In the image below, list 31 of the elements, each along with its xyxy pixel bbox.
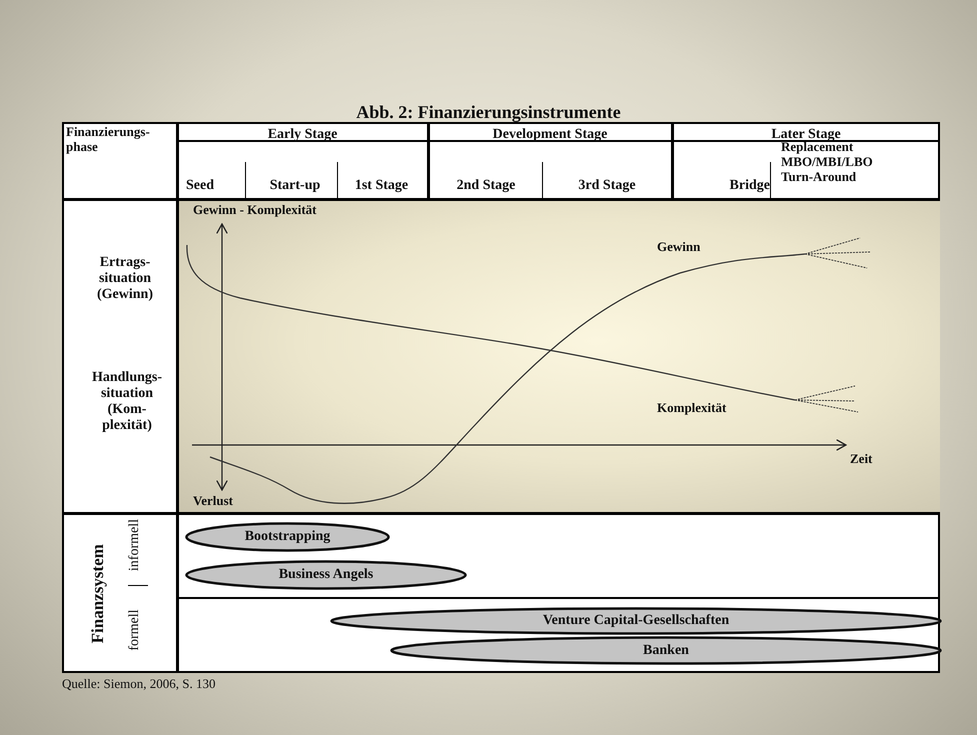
financing-ellipse bbox=[185, 522, 390, 552]
column-header: Later Stage bbox=[770, 127, 842, 142]
diagram-title: Abb. 2: Finanzierungsinstrumente bbox=[355, 102, 622, 123]
column-header: Seed bbox=[186, 178, 215, 194]
curve-label: Gewinn bbox=[657, 240, 702, 255]
axis-label: Zeit bbox=[850, 452, 874, 467]
ellipse-label: Business Angels bbox=[278, 567, 374, 583]
column-header: 1st Stage bbox=[354, 178, 410, 194]
axis-label: Gewinn - Komplexität bbox=[193, 203, 318, 218]
ellipse-label: Banken bbox=[643, 642, 689, 658]
financing-ellipse bbox=[185, 560, 467, 590]
column-header: 3rd Stage bbox=[577, 178, 637, 194]
source-note: Quelle: Siemon, 2006, S. 130 bbox=[62, 677, 216, 692]
ellipse-label: Venture Capital-Gesellschaften bbox=[542, 613, 730, 629]
column-header: 2nd Stage bbox=[456, 178, 516, 194]
financing-ellipse bbox=[330, 607, 942, 635]
curve-label: Komplexität bbox=[657, 401, 728, 416]
row-header: informell bbox=[126, 518, 143, 574]
ellipse-label: Bootstrapping bbox=[244, 529, 330, 545]
column-header: Early Stage bbox=[266, 127, 338, 144]
row-header: Ertrags- situation (Gewinn) bbox=[96, 255, 154, 304]
financing-ellipse bbox=[390, 636, 942, 665]
column-header: Replacement MBO/MBI/LBO Turn-Around bbox=[781, 140, 874, 185]
row-header: Handlungs- situation (Kom- plexität) bbox=[90, 370, 164, 434]
row-header: Finanzsystem bbox=[88, 543, 108, 646]
column-header: Development Stage bbox=[492, 127, 608, 144]
column-header: Bridge bbox=[728, 178, 770, 194]
column-header: Start-up bbox=[268, 178, 322, 194]
row-header: formell bbox=[126, 608, 143, 653]
axis-label: Verlust bbox=[193, 494, 234, 509]
row-header: Finanzierungs- phase bbox=[66, 125, 151, 155]
